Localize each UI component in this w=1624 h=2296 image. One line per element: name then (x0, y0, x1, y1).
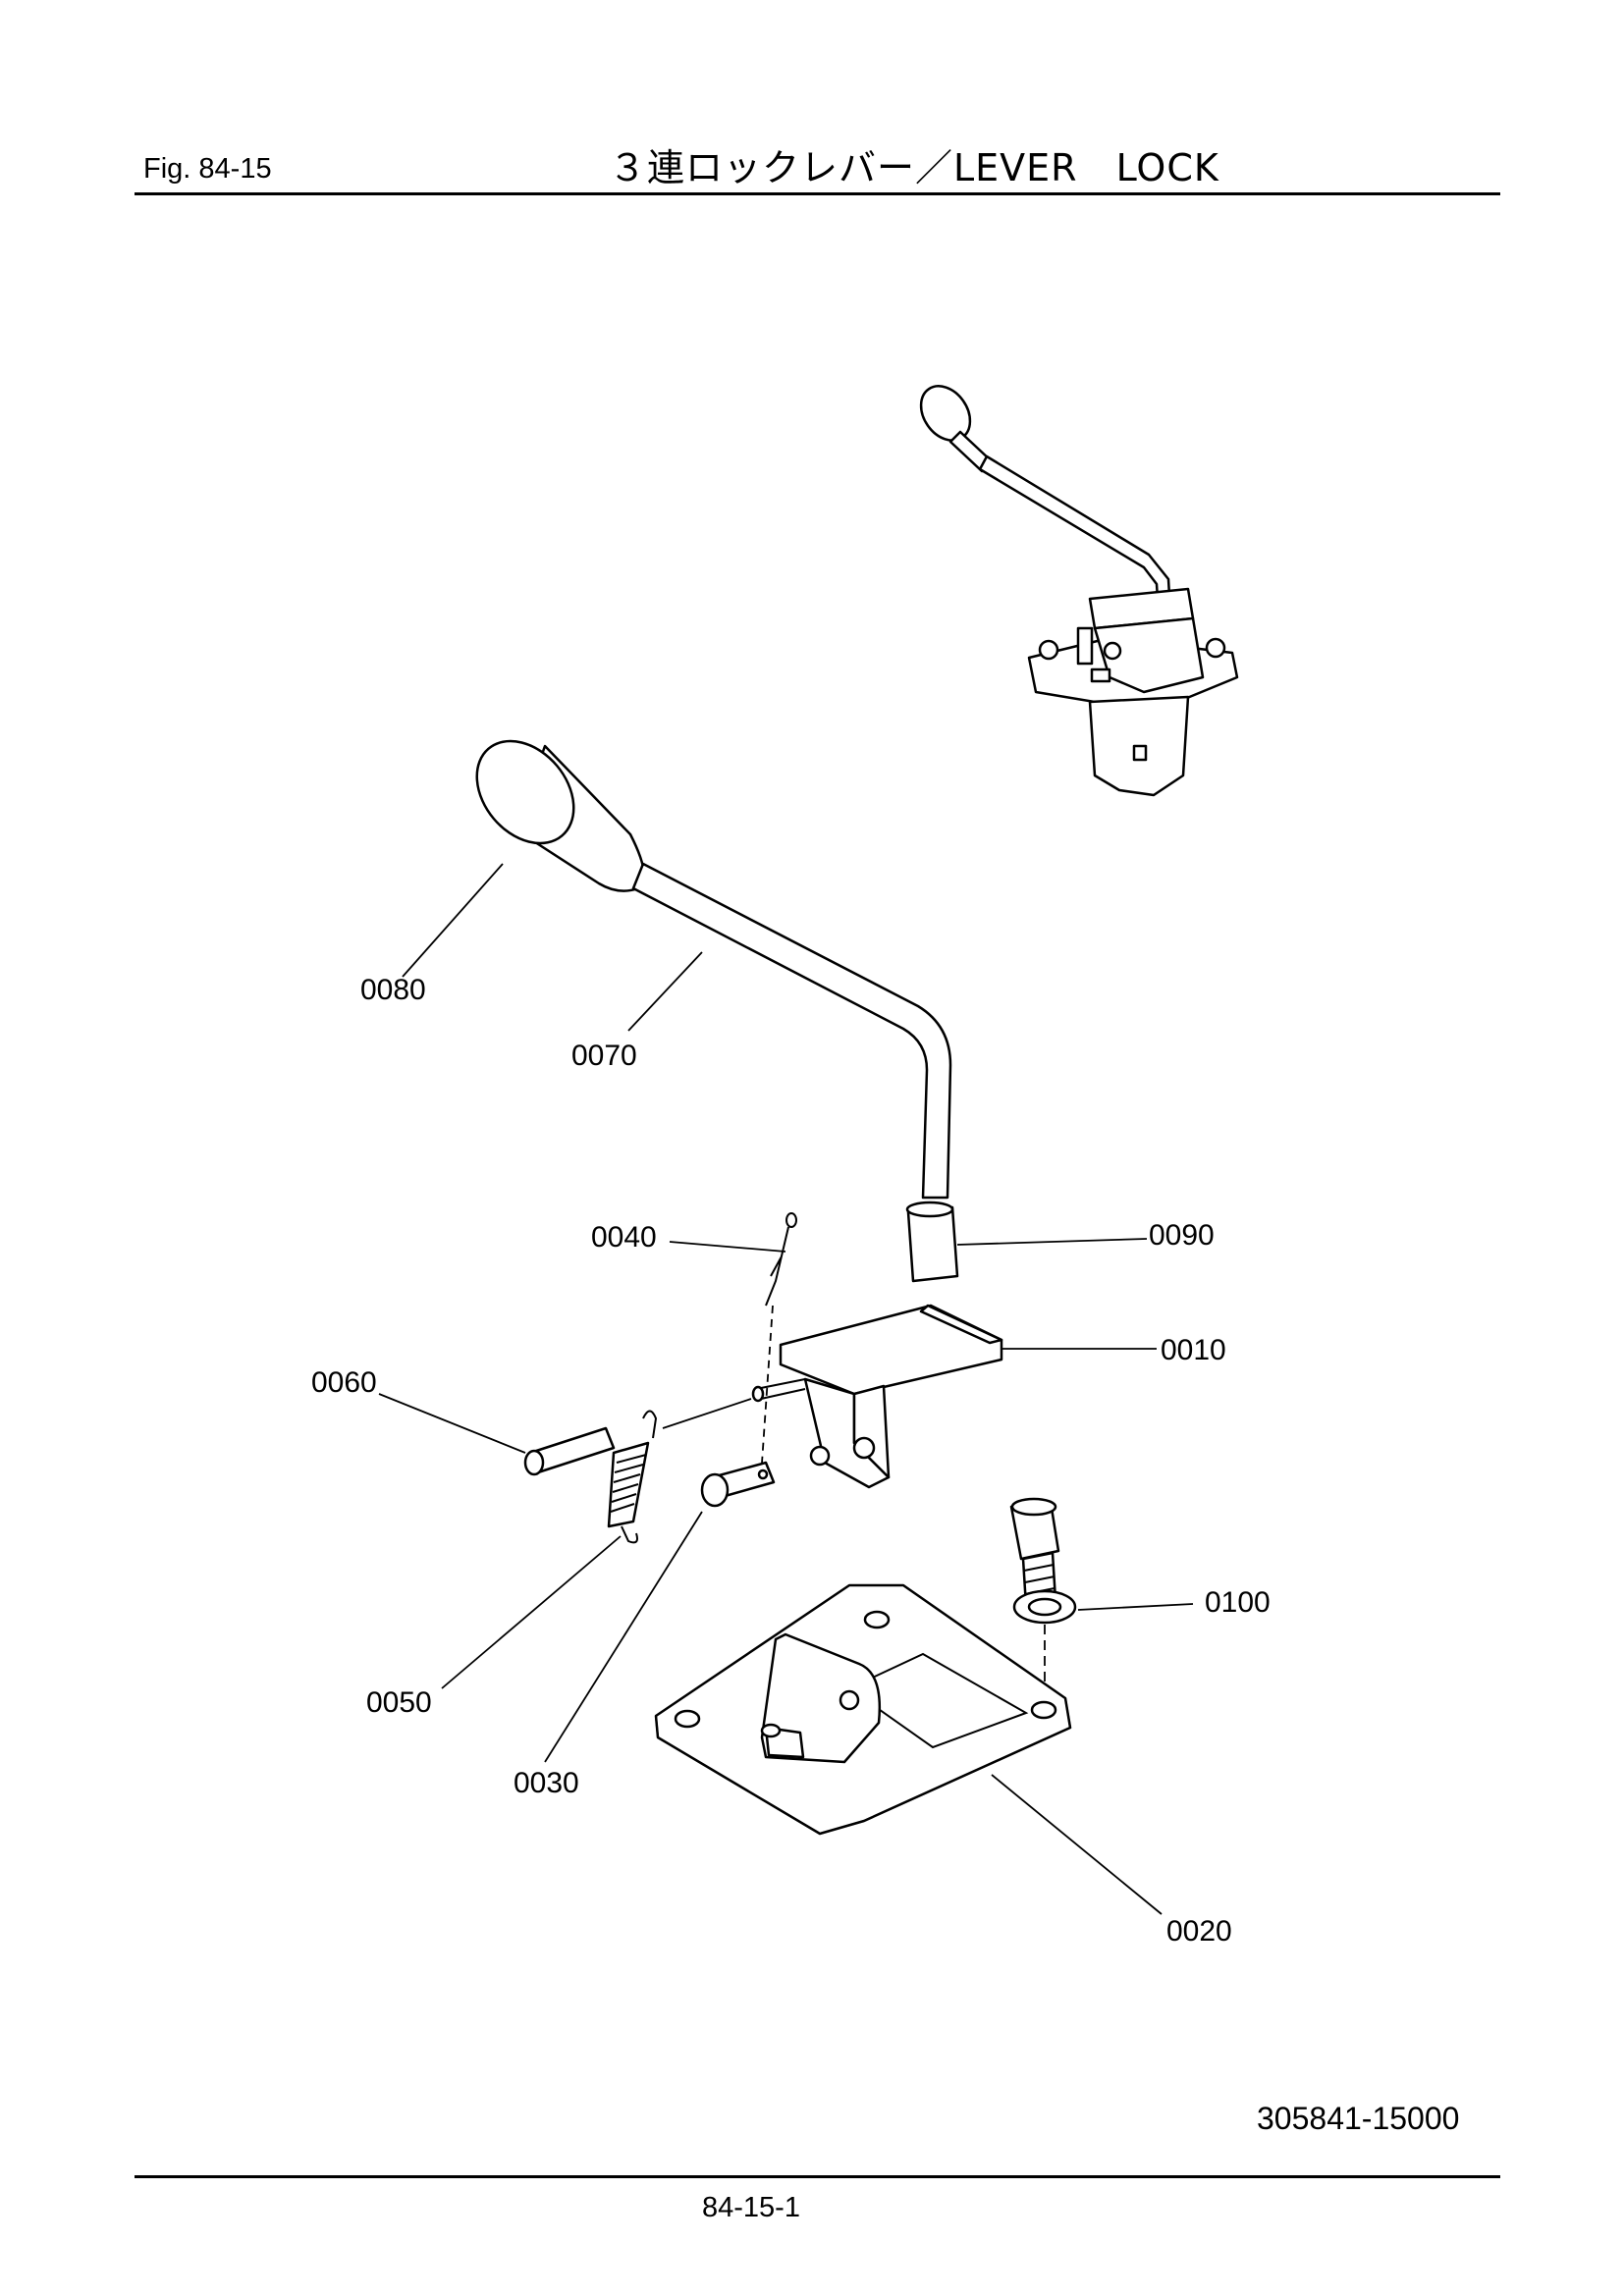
callout-0010: 0010 (1161, 1334, 1226, 1366)
callout-0100: 0100 (1205, 1586, 1271, 1619)
callout-0090: 0090 (1149, 1219, 1215, 1252)
callout-labels: 0080 0070 0040 0090 0010 0060 0100 0050 … (311, 974, 1271, 1948)
callout-0020: 0020 (1166, 1915, 1232, 1948)
part-0020-base-plate (654, 1583, 1072, 1836)
drawing-number: 305841-15000 (1257, 2101, 1460, 2136)
leader-lines (378, 863, 1194, 1915)
part-0080-knob (475, 739, 646, 892)
part-0050-spring (607, 1410, 658, 1544)
page-number: 84-15-1 (702, 2192, 800, 2223)
part-0040-pin (760, 1212, 797, 1478)
part-0010-bracket (751, 1304, 1003, 1489)
part-0030-clevis-pin (700, 1461, 776, 1508)
part-0060-pin (523, 1398, 752, 1476)
header-rule (135, 192, 1500, 195)
callout-0040: 0040 (591, 1221, 657, 1254)
assembled-view (919, 385, 1239, 797)
callout-0080: 0080 (360, 974, 426, 1006)
callout-0030: 0030 (514, 1767, 579, 1799)
callout-0050: 0050 (366, 1686, 432, 1719)
figure-label: Fig. 84-15 (143, 153, 272, 185)
footer-rule (135, 2175, 1500, 2178)
part-0090-sleeve (905, 1201, 959, 1283)
part-0100-bolt-washer (1009, 1497, 1077, 1708)
callout-0070: 0070 (571, 1040, 637, 1072)
callout-0060: 0060 (311, 1366, 377, 1399)
part-0070-lever-rod (631, 862, 952, 1200)
page-title: ３連ロックレバー／LEVER LOCK (609, 146, 1219, 189)
